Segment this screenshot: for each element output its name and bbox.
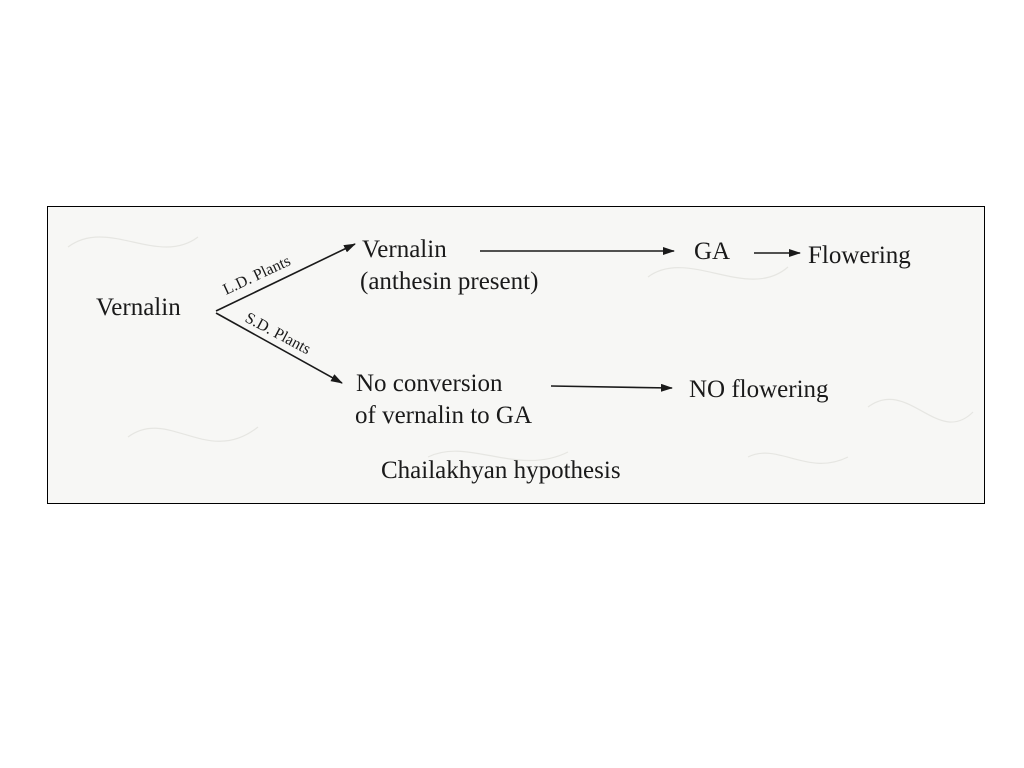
ga-node: GA — [694, 238, 730, 265]
sd-to-no-flowering-arrow — [550, 383, 673, 392]
ld-result-line1: Vernalin — [362, 236, 447, 263]
background-texture — [67, 236, 974, 464]
sd-result-line1: No conversion — [356, 370, 503, 397]
ld-branch-arrow — [215, 243, 356, 312]
ld-result-line2: (anthesin present) — [360, 268, 538, 295]
no-flowering-node: NO flowering — [689, 376, 829, 403]
sd-branch-arrow — [215, 312, 343, 384]
flow-diagram: Vernalin L.D. Plants S.D. Plants Vernali… — [67, 236, 974, 484]
diagram-frame: Vernalin L.D. Plants S.D. Plants Vernali… — [47, 206, 985, 504]
source-node-vernalin: Vernalin — [96, 294, 181, 321]
flowering-node: Flowering — [808, 242, 911, 269]
sd-result-line2: of vernalin to GA — [355, 402, 532, 429]
diagram-caption: Chailakhyan hypothesis — [381, 457, 621, 484]
